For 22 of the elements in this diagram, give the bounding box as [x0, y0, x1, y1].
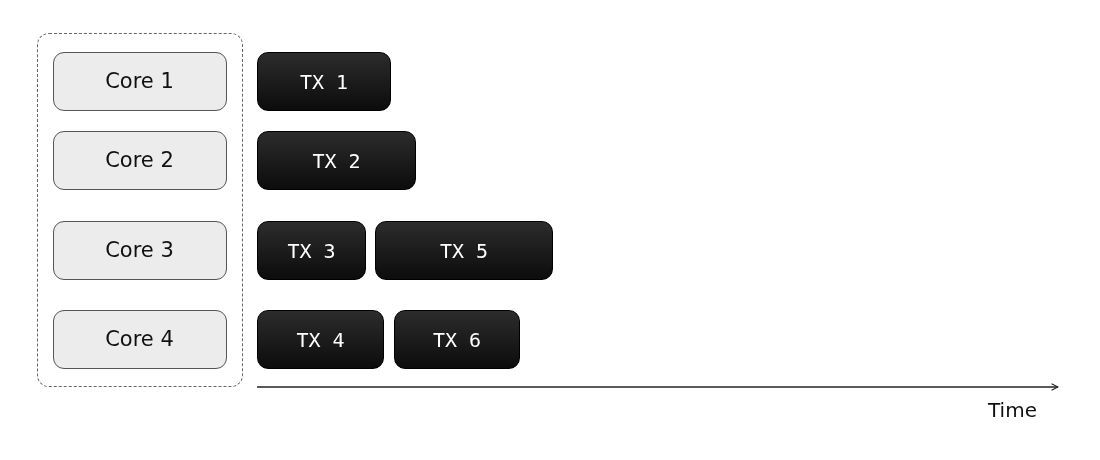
core-label: Core 2 — [105, 148, 174, 172]
core-label: Core 3 — [105, 238, 174, 262]
transaction-label: TX 2 — [312, 148, 361, 173]
transaction-block — [257, 52, 391, 111]
core-label: Core 1 — [105, 69, 174, 93]
transaction-label: TX 5 — [439, 238, 489, 263]
transaction-label: TX 4 — [296, 327, 345, 352]
transaction-label: TX 3 — [287, 238, 336, 263]
transaction-block — [257, 131, 416, 190]
axis-label: Time — [988, 398, 1037, 422]
transaction-block — [257, 221, 366, 280]
core-box — [52, 309, 227, 369]
dashed-frame — [37, 33, 243, 387]
transaction-block — [257, 310, 384, 369]
transaction-block — [394, 310, 520, 369]
core-box — [52, 130, 227, 190]
core-box — [52, 51, 227, 111]
core-box — [52, 220, 227, 280]
core-label: Core 4 — [105, 327, 174, 351]
transaction-block — [375, 221, 553, 280]
transaction-label: TX 6 — [432, 327, 482, 352]
transaction-label: TX 1 — [299, 69, 349, 94]
